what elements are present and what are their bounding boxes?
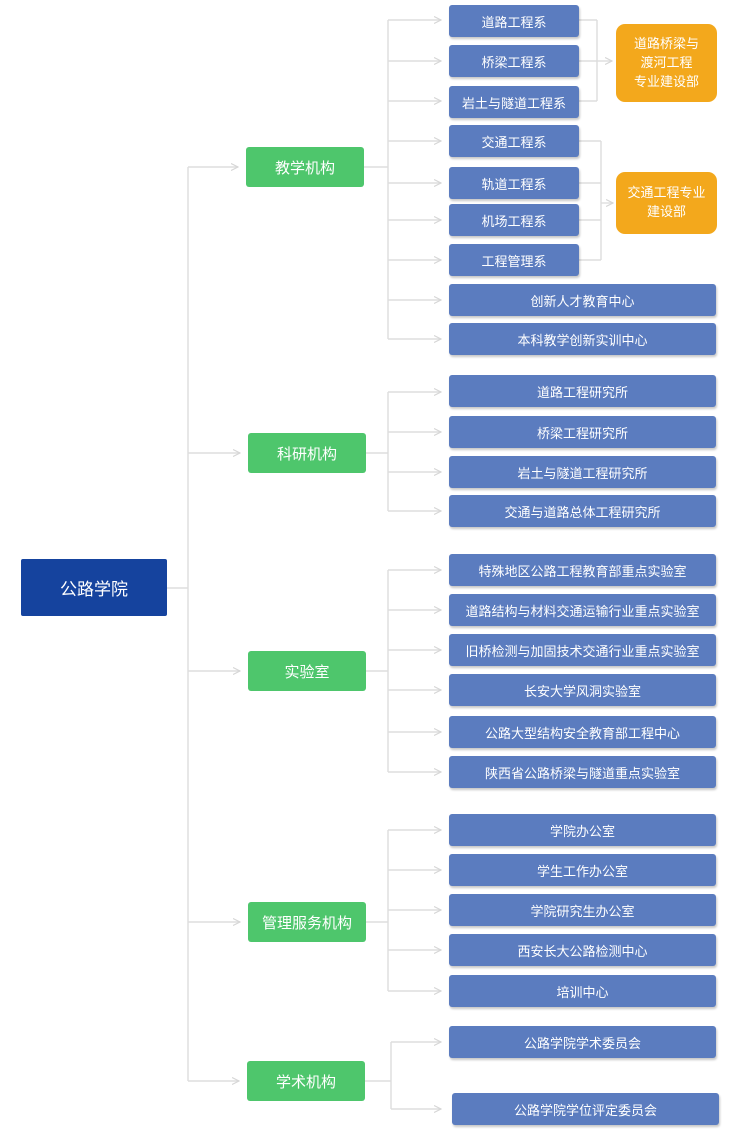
- leaf-label: 特殊地区公路工程教育部重点实验室: [478, 564, 687, 580]
- category-laboratory: 实验室: [248, 651, 366, 691]
- leaf-node: 特殊地区公路工程教育部重点实验室: [449, 554, 716, 586]
- leaf-label: 陕西省公路桥梁与隧道重点实验室: [484, 766, 680, 782]
- group-badge-line: 建设部: [646, 205, 686, 220]
- leaf-label: 创新人才教育中心: [530, 294, 635, 310]
- group-badge-line: 专业建设部: [633, 74, 699, 90]
- leaf-node: 交通与道路总体工程研究所: [449, 495, 716, 527]
- leaf-node: 道路工程系: [449, 5, 579, 37]
- leaf-node: 学生工作办公室: [449, 854, 716, 886]
- leaf-label: 桥梁工程研究所: [536, 426, 628, 442]
- leaf-node: 岩土与隧道工程系: [449, 86, 579, 118]
- leaf-node: 桥梁工程系: [449, 45, 579, 77]
- leaf-label: 学生工作办公室: [536, 864, 628, 880]
- category-management-service: 管理服务机构: [248, 902, 366, 942]
- leaf-node: 长安大学风洞实验室: [449, 674, 716, 706]
- leaf-label: 旧桥检测与加固技术交通行业重点实验室: [465, 644, 700, 660]
- leaf-label: 机场工程系: [481, 214, 547, 230]
- leaf-node: 公路学院学术委员会: [449, 1026, 716, 1058]
- leaf-label: 岩土与隧道工程研究所: [517, 466, 648, 482]
- leaf-node: 培训中心: [449, 975, 716, 1007]
- leaf-label: 学院办公室: [549, 824, 615, 840]
- category-teaching: 教学机构: [246, 147, 364, 187]
- leaf-node: 交通工程系: [449, 125, 579, 157]
- root-node-gonglu-college: 公路学院: [21, 559, 167, 616]
- group-badge-line: 渡河工程: [640, 55, 693, 71]
- leaf-label: 学院研究生办公室: [530, 904, 635, 920]
- leaf-node: 旧桥检测与加固技术交通行业重点实验室: [449, 634, 716, 666]
- leaf-node: 道路结构与材料交通运输行业重点实验室: [449, 594, 716, 626]
- leaf-label: 本科教学创新实训中心: [517, 333, 648, 349]
- leaf-label: 西安长大公路检测中心: [517, 944, 648, 960]
- leaf-node: 本科教学创新实训中心: [449, 323, 716, 355]
- leaf-label: 公路大型结构安全教育部工程中心: [484, 726, 680, 742]
- leaf-label: 道路工程系: [481, 15, 547, 31]
- leaf-node: 陕西省公路桥梁与隧道重点实验室: [449, 756, 716, 788]
- leaf-node: 桥梁工程研究所: [449, 416, 716, 448]
- leaf-label: 轨道工程系: [481, 177, 547, 193]
- leaf-label: 道路结构与材料交通运输行业重点实验室: [465, 604, 700, 620]
- leaf-label: 交通与道路总体工程研究所: [504, 505, 661, 521]
- group-badge-line: 道路桥梁与: [633, 36, 699, 52]
- leaf-label: 交通工程系: [481, 135, 547, 151]
- leaf-node: 公路学院学位评定委员会: [452, 1093, 719, 1125]
- category-research: 科研机构: [248, 433, 366, 473]
- leaf-node: 道路工程研究所: [449, 375, 716, 407]
- category-label: 科研机构: [276, 444, 337, 463]
- root-label: 公路学院: [60, 580, 128, 600]
- group-badge-line: 交通工程专业: [627, 186, 706, 201]
- leaf-node: 学院办公室: [449, 814, 716, 846]
- category-label: 实验室: [284, 662, 330, 681]
- leaf-node: 机场工程系: [449, 204, 579, 236]
- leaf-node: 公路大型结构安全教育部工程中心: [449, 716, 716, 748]
- category-label: 管理服务机构: [261, 913, 352, 932]
- leaf-node: 学院研究生办公室: [449, 894, 716, 926]
- leaf-node: 工程管理系: [449, 244, 579, 276]
- leaf-label: 桥梁工程系: [481, 55, 547, 71]
- leaf-label: 培训中心: [556, 985, 609, 1001]
- leaf-node: 轨道工程系: [449, 167, 579, 199]
- leaf-node: 岩土与隧道工程研究所: [449, 456, 716, 488]
- group-badge-road-bridge: 道路桥梁与 渡河工程 专业建设部: [616, 24, 717, 102]
- category-academic: 学术机构: [247, 1061, 365, 1101]
- leaf-label: 公路学院学位评定委员会: [513, 1103, 657, 1119]
- group-badge-traffic: 交通工程专业 建设部: [616, 172, 717, 234]
- category-label: 学术机构: [275, 1072, 336, 1091]
- leaf-label: 岩土与隧道工程系: [461, 96, 566, 112]
- leaf-node: 创新人才教育中心: [449, 284, 716, 316]
- leaf-label: 工程管理系: [481, 254, 547, 270]
- leaf-label: 长安大学风洞实验室: [523, 684, 641, 700]
- leaf-node: 西安长大公路检测中心: [449, 934, 716, 966]
- leaf-label: 公路学院学术委员会: [523, 1036, 641, 1052]
- leaf-label: 道路工程研究所: [536, 385, 628, 401]
- category-label: 教学机构: [274, 158, 335, 177]
